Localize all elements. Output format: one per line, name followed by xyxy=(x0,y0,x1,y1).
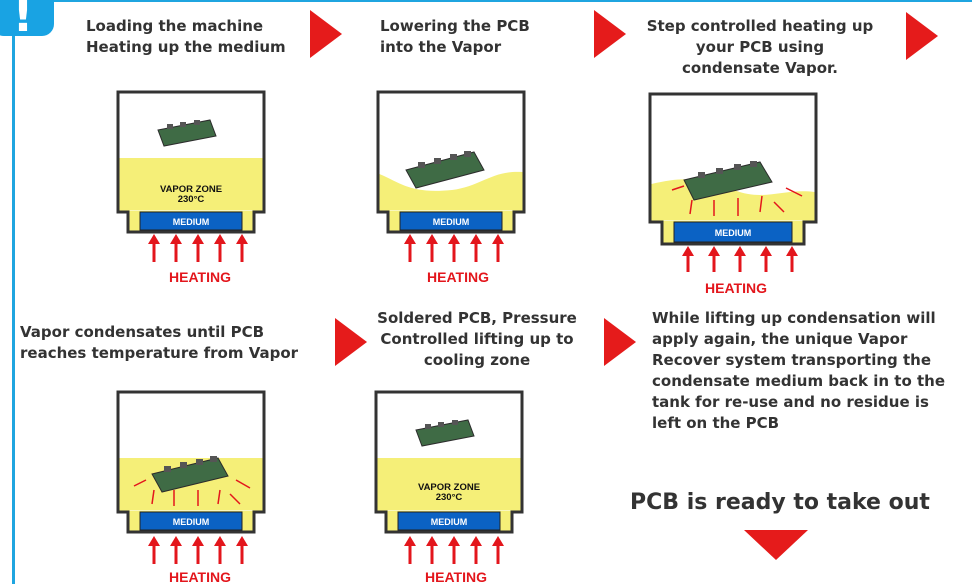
step-2-text: Lowering the PCB into the Vapor xyxy=(380,17,530,56)
step-3-text: Step controlled heating up your PCB usin… xyxy=(646,17,874,77)
arrow-right-icon xyxy=(310,10,342,58)
frame-left-border xyxy=(12,36,15,584)
heating-label: HEATING xyxy=(169,569,231,584)
heating-arrows-icon xyxy=(404,536,504,564)
pcb-board-icon xyxy=(683,161,773,201)
pcb-board-icon xyxy=(415,419,475,447)
ready-text: PCB is ready to take out xyxy=(630,490,930,515)
heating-label: HEATING xyxy=(705,280,767,296)
heating-arrows-icon xyxy=(148,234,248,262)
heating-label: HEATING xyxy=(169,269,231,285)
arrow-right-icon xyxy=(594,10,626,58)
arrow-right-icon xyxy=(604,318,636,366)
tank-5: VAPOR ZONE 230°C MEDIUM HEATING xyxy=(374,390,524,584)
arrow-down-icon xyxy=(744,530,808,560)
step-5-text: Soldered PCB, Pressure Controlled liftin… xyxy=(377,309,577,369)
medium-label: MEDIUM xyxy=(173,217,210,227)
step-6-text: While lifting up condensation will apply… xyxy=(652,309,946,432)
vapor-zone-label: VAPOR ZONE xyxy=(160,184,222,195)
tank-4: MEDIUM HEATING xyxy=(116,390,266,584)
arrow-right-icon xyxy=(335,318,367,366)
step-1-text: Loading the machine Heating up the mediu… xyxy=(86,17,286,56)
heating-arrows-icon xyxy=(404,234,504,262)
tank-2: MEDIUM HEATING xyxy=(376,90,526,285)
vapor-zone-label: VAPOR ZONE xyxy=(418,482,480,493)
vapor-temp-label: 230°C xyxy=(178,194,205,205)
medium-label: MEDIUM xyxy=(431,517,468,527)
medium-label: MEDIUM xyxy=(173,517,210,527)
heating-arrows-icon xyxy=(682,246,798,272)
heating-arrows-icon xyxy=(148,536,248,564)
step-4-text: Vapor condensates until PCB reaches temp… xyxy=(20,323,299,362)
tank-3: MEDIUM HEATING xyxy=(648,92,818,296)
tank-1: VAPOR ZONE 230°C MEDIUM HEATING xyxy=(116,90,266,285)
condensation-arrows-icon xyxy=(133,479,251,506)
vapor-temp-label: 230°C xyxy=(436,492,463,503)
pcb-board-icon xyxy=(157,119,217,147)
pcb-board-icon xyxy=(151,456,229,493)
heating-label: HEATING xyxy=(427,269,489,285)
condensation-arrows-icon xyxy=(671,185,803,216)
heating-label: HEATING xyxy=(425,569,487,584)
medium-label: MEDIUM xyxy=(715,228,752,238)
medium-label: MEDIUM xyxy=(433,217,470,227)
pcb-board-icon xyxy=(405,151,485,189)
frame-top-border xyxy=(40,0,972,2)
exclamation-badge-icon: ! xyxy=(0,0,54,42)
arrow-right-icon xyxy=(906,12,938,60)
